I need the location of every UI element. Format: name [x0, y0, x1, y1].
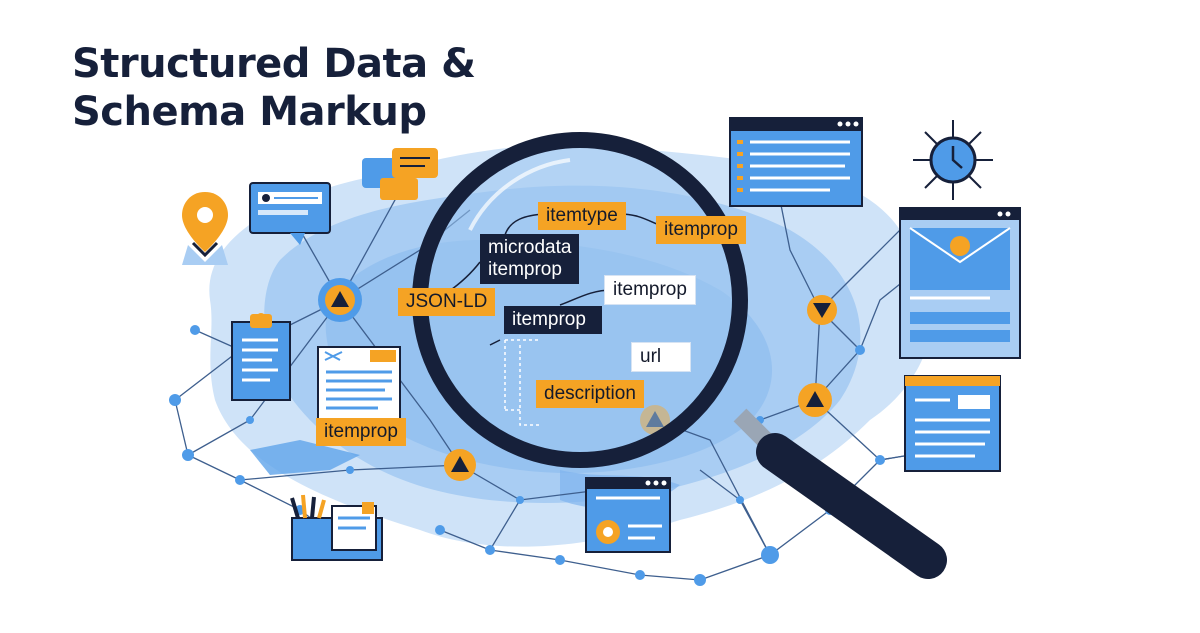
label-microdata-line-1: microdata	[488, 237, 572, 258]
browser-window-icon	[249, 182, 331, 245]
location-pin-icon	[182, 192, 228, 265]
label-json-ld: JSON-LD	[398, 288, 496, 316]
label-microdata-line-2: itemprop	[488, 259, 562, 280]
compass-clock-icon	[913, 120, 993, 200]
label-itemprop-top-right: itemprop	[656, 216, 746, 244]
label-itemprop-white: itemprop	[605, 276, 695, 304]
page-title: Structured Data & Schema Markup	[72, 40, 476, 136]
label-description: description	[536, 380, 644, 408]
label-microdata: microdata itemprop	[480, 234, 580, 284]
label-itemprop-left: itemprop	[316, 418, 406, 446]
label-itemprop-dark: itemprop	[504, 306, 602, 334]
warning-triangle-icon	[444, 449, 476, 481]
label-itemtype: itemtype	[538, 202, 626, 230]
document-icon	[904, 375, 1001, 472]
label-url: url	[632, 343, 690, 371]
document-icon	[317, 346, 401, 424]
browser-window-icon	[585, 477, 671, 553]
warning-triangle-icon	[798, 383, 832, 417]
chat-bubbles-icon	[362, 148, 438, 200]
clipboard-icon	[231, 313, 291, 401]
title-line-1: Structured Data &	[72, 41, 476, 87]
pencil-cup-icon	[290, 494, 383, 561]
warning-triangle-icon	[807, 295, 837, 325]
title-line-2: Schema Markup	[72, 89, 427, 135]
browser-window-icon	[729, 117, 863, 207]
email-window-icon	[899, 207, 1021, 359]
warning-triangle-icon	[318, 278, 362, 322]
